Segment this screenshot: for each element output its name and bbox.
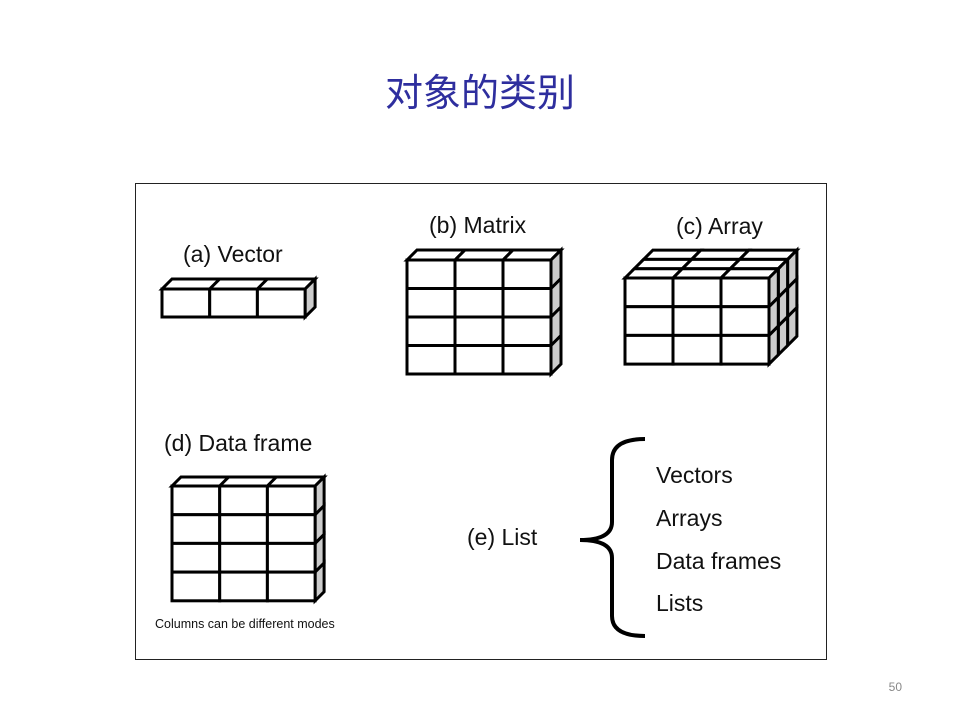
array-cell	[719, 333, 771, 366]
array-cell	[671, 276, 723, 309]
list-item-data-frames: Data frames	[656, 548, 782, 574]
vector-label: (a) Vector	[183, 241, 283, 267]
page-number: 50	[888, 680, 902, 694]
list-item-arrays: Arrays	[656, 505, 723, 531]
matrix-cell	[453, 344, 505, 376]
array-cell	[719, 276, 771, 309]
matrix-cell	[453, 315, 505, 347]
dataframe-cell	[170, 570, 222, 603]
array-cell	[719, 305, 771, 337]
dataframe-label: (d) Data frame	[164, 430, 313, 456]
dataframe-cell	[170, 484, 222, 517]
array-cell	[623, 276, 675, 309]
dataframe-cell	[170, 541, 222, 574]
array-cell	[671, 305, 723, 337]
matrix-label: (b) Matrix	[429, 212, 527, 238]
matrix-cell	[501, 258, 553, 290]
dataframe-cell	[218, 570, 269, 603]
array-label: (c) Array	[676, 213, 763, 239]
dataframe-cell	[218, 541, 269, 574]
diagram-frame	[135, 183, 827, 660]
matrix-cell	[453, 258, 505, 290]
dataframe-cell	[265, 570, 317, 603]
dataframe-cell	[265, 484, 317, 517]
matrix-cell	[405, 287, 457, 319]
vector-cell	[255, 287, 307, 319]
array-cell	[623, 305, 675, 337]
matrix-cell	[501, 287, 553, 319]
dataframe-cell	[170, 513, 222, 545]
matrix-cell	[405, 315, 457, 347]
list-item-lists: Lists	[656, 590, 704, 616]
slide-title: 对象的类别	[384, 71, 575, 115]
dataframe-cell	[265, 513, 317, 545]
array-cell	[671, 333, 723, 366]
dataframe-cell	[265, 541, 317, 574]
dataframe-cell	[218, 513, 269, 545]
list-item-vectors: Vectors	[656, 462, 733, 488]
vector-cell	[208, 287, 259, 319]
list-brace	[579, 437, 646, 638]
matrix-cell	[501, 344, 553, 376]
list-label: (e) List	[467, 524, 538, 550]
matrix-cell	[453, 287, 505, 319]
dataframe-note: Columns can be different modes	[155, 617, 335, 631]
vector-cell	[160, 287, 212, 319]
dataframe-cell	[218, 484, 269, 517]
matrix-cell	[501, 315, 553, 347]
matrix-cell	[405, 344, 457, 376]
array-cell	[623, 333, 675, 366]
matrix-cell	[405, 258, 457, 290]
